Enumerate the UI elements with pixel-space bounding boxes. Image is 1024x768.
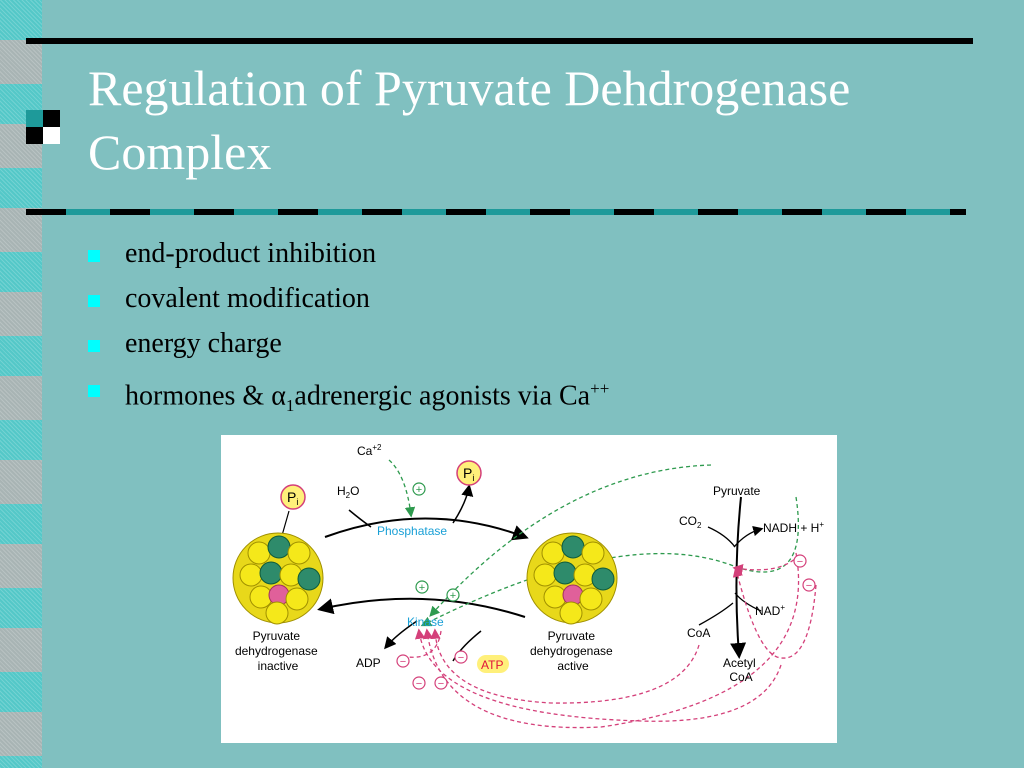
acetylcoa-inhibit-dashed xyxy=(414,628,782,722)
svg-text:−: − xyxy=(400,656,406,668)
svg-text:Pi: Pi xyxy=(463,465,474,483)
kinase-arrow xyxy=(317,597,526,618)
inhibit-marker: − xyxy=(396,654,410,668)
alpha-symbol: α xyxy=(271,380,286,412)
top-rule xyxy=(26,38,973,44)
bullet-item: end-product inhibition xyxy=(88,234,609,279)
title-squares-decoration xyxy=(26,110,60,144)
slide-title: Regulation of Pyruvate Dehdrogenase Comp… xyxy=(88,60,851,180)
bullet-item: energy charge xyxy=(88,324,609,369)
bullet-text: covalent modification xyxy=(125,283,370,314)
svg-text:+: + xyxy=(450,590,456,602)
pyruvate-label: Pyruvate xyxy=(713,484,761,498)
stimulate-marker: + xyxy=(415,580,429,594)
stimulate-marker: + xyxy=(446,588,460,602)
nadh-branch xyxy=(733,525,764,548)
svg-text:Pi: Pi xyxy=(287,489,298,507)
pyruvate-to-acetylcoa-arrow xyxy=(730,496,747,659)
alpha-subscript: 1 xyxy=(285,395,295,415)
acetyl-coa-label: Acetyl CoA xyxy=(723,656,759,684)
title-divider xyxy=(26,209,966,215)
stimulate-marker: + xyxy=(412,482,426,496)
nad-label: NAD+ xyxy=(755,603,785,618)
svg-text:−: − xyxy=(806,580,812,592)
bullet-text-post: adrenergic agonists via Ca xyxy=(294,380,591,412)
pdh-inactive-complex xyxy=(232,532,324,625)
coa-branch xyxy=(698,602,734,626)
inhibit-marker: − xyxy=(434,676,448,690)
square-white-bottom-right xyxy=(43,127,60,144)
inhibit-marker: − xyxy=(793,554,807,568)
h2o-branch xyxy=(348,509,372,528)
inhibit-marker: − xyxy=(412,676,426,690)
h2o-label: H2O xyxy=(337,484,359,500)
atp-badge xyxy=(477,655,509,673)
pi-badge-inactive: Pi xyxy=(280,484,306,510)
pi-text: P xyxy=(287,489,296,505)
inactive-label: Pyruvate dehydrogenase inactive xyxy=(235,629,321,673)
square-black-bottom-left xyxy=(26,127,43,144)
inhibit-marker: − xyxy=(802,578,816,592)
bullet-square-icon xyxy=(88,295,100,307)
bullet-text: end-product inhibition xyxy=(125,238,377,269)
pi-badge-released: Pi xyxy=(456,460,482,486)
bullet-square-icon xyxy=(88,385,100,397)
svg-text:−: − xyxy=(797,556,803,568)
bullet-square-icon xyxy=(88,250,100,262)
kinase-label: Kinase xyxy=(407,615,444,629)
svg-text:−: − xyxy=(416,678,422,690)
nadh-feedback-dashed xyxy=(732,554,800,575)
pi-subscript: i xyxy=(296,497,298,507)
co2-branch xyxy=(707,526,736,548)
square-teal-top-left xyxy=(26,110,43,127)
bullet-list: end-product inhibition covalent modifica… xyxy=(88,234,610,415)
svg-text:+: + xyxy=(416,484,422,496)
square-black-top-right xyxy=(43,110,60,127)
atp-branch xyxy=(452,630,482,662)
pyruvate-to-kinase-dashed xyxy=(420,496,800,627)
adp-inhibit-dashed xyxy=(406,630,442,658)
coa-label: CoA xyxy=(687,626,710,640)
svg-text:−: − xyxy=(438,678,444,690)
co2-label: CO2 xyxy=(679,514,702,530)
feedback-inhibit-pdh-dashed xyxy=(732,566,817,659)
phosphatase-arrow xyxy=(324,517,529,541)
inhibit-marker: − xyxy=(454,650,468,664)
pi-release-branch xyxy=(452,484,474,524)
bullet-square-icon xyxy=(88,340,100,352)
svg-text:−: − xyxy=(458,652,464,664)
ca-to-phosphatase-dashed xyxy=(388,459,416,518)
coa-inhibit-dashed xyxy=(430,628,700,704)
active-label: Pyruvate dehydrogenase active xyxy=(530,629,616,673)
calcium-superscript: ++ xyxy=(590,379,610,398)
pdh-active-complex xyxy=(526,532,618,625)
bullet-text: energy charge xyxy=(125,328,282,359)
pdh-regulation-diagram: Pi Pi Ca+2 H2O Phosphatase Kinase Pyruva… xyxy=(221,435,837,743)
atp-label: ATP xyxy=(481,658,503,672)
pi-text: P xyxy=(463,465,472,481)
diagram-svg: Pi Pi Ca+2 H2O Phosphatase Kinase Pyruva… xyxy=(232,443,824,729)
ca-label: Ca+2 xyxy=(357,443,382,458)
nadh-label: NADH + H+ xyxy=(763,520,824,535)
adp-label: ADP xyxy=(356,656,381,670)
bullet-item: hormones & α1adrenergic agonists via Ca+… xyxy=(88,369,610,415)
svg-text:+: + xyxy=(419,582,425,594)
adp-branch xyxy=(384,620,418,650)
bullet-item: covalent modification xyxy=(88,279,609,324)
phosphatase-label: Phosphatase xyxy=(377,524,447,538)
pi-subscript: i xyxy=(472,473,474,483)
bullet-text-pre: hormones & xyxy=(125,380,272,412)
